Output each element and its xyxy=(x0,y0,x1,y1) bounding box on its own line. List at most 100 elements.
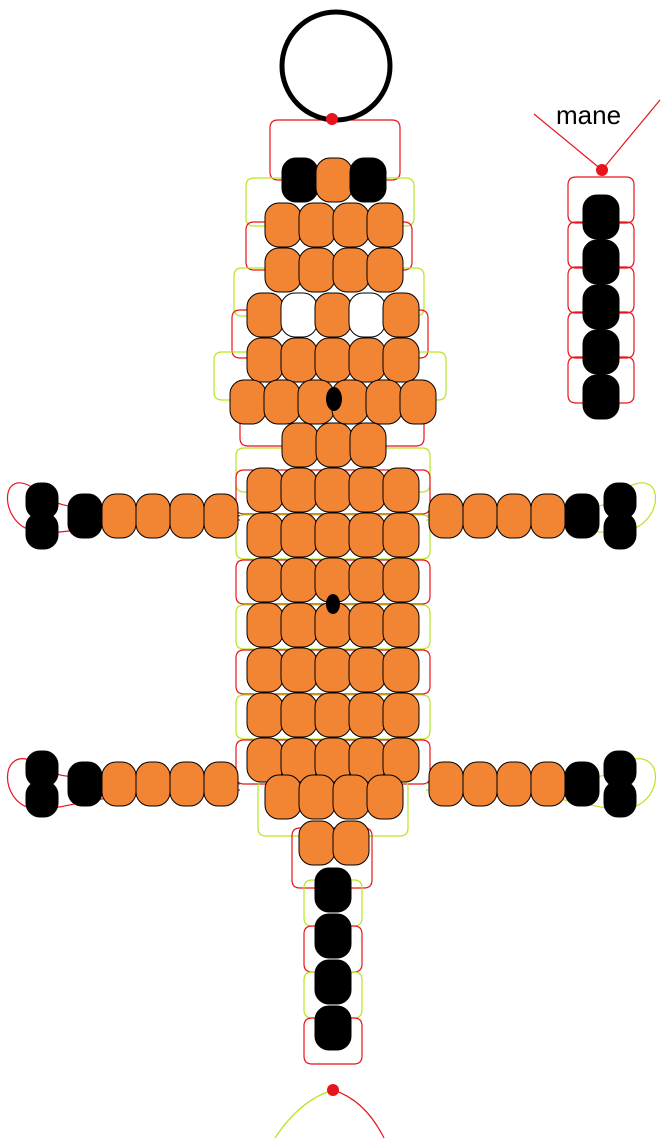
body-row-5-bead-1 xyxy=(281,693,317,737)
head-row-5-bead-1 xyxy=(264,380,300,424)
neck-bead-1 xyxy=(316,423,352,467)
body-row-2-bead-4 xyxy=(383,558,419,602)
body-row-0-bead-2 xyxy=(315,468,351,512)
body-row-3-bead-1 xyxy=(281,603,317,647)
front-right-leg-bead-0 xyxy=(429,494,463,538)
mane-bead-3 xyxy=(583,330,619,374)
tail-row-1-bead-0 xyxy=(299,821,335,865)
front-right-leg-bead-2 xyxy=(497,494,531,538)
ring-knot xyxy=(326,113,338,125)
body-row-5-bead-3 xyxy=(349,693,385,737)
body-row-0-bead-0 xyxy=(247,468,283,512)
mane-bead-1 xyxy=(583,240,619,284)
head-row-2-bead-1 xyxy=(299,248,335,292)
head-row-3-bead-4 xyxy=(383,293,419,337)
thread-tail-end-green xyxy=(275,1090,333,1138)
tail-row-0-bead-3 xyxy=(367,775,403,819)
nose-dot xyxy=(326,387,342,411)
body-row-5-bead-2 xyxy=(315,693,351,737)
tail-row-0-bead-1 xyxy=(299,775,335,819)
front-left-leg-bead-3 xyxy=(170,494,204,538)
tail-strand-bead-0 xyxy=(315,868,351,912)
body-row-5-bead-4 xyxy=(383,693,419,737)
back-left-leg-bead-4 xyxy=(204,762,238,806)
tail-row-0-bead-0 xyxy=(265,775,301,819)
body-row-2-bead-0 xyxy=(247,558,283,602)
head-row-2-bead-0 xyxy=(265,248,301,292)
tail-strand-bead-3 xyxy=(315,1006,351,1050)
head-row-2-bead-2 xyxy=(333,248,369,292)
body-row-3-bead-3 xyxy=(349,603,385,647)
back-left-leg-paw-1 xyxy=(26,781,58,817)
body-row-0-bead-4 xyxy=(383,468,419,512)
head-row-4-bead-2 xyxy=(315,338,351,382)
body-row-3-bead-0 xyxy=(247,603,283,647)
neck-bead-2 xyxy=(350,423,386,467)
head-row-1-bead-0 xyxy=(265,203,301,247)
mane-label: mane xyxy=(556,100,621,130)
mane-bead-4 xyxy=(583,375,619,419)
body-row-0-bead-1 xyxy=(281,468,317,512)
head-row-1-bead-1 xyxy=(299,203,335,247)
body-row-4-bead-4 xyxy=(383,648,419,692)
body-row-4-bead-3 xyxy=(349,648,385,692)
front-left-leg-bead-2 xyxy=(136,494,170,538)
head-row-3-bead-3 xyxy=(349,293,385,337)
body-row-1-bead-3 xyxy=(349,513,385,557)
back-right-leg-bead-3 xyxy=(531,762,565,806)
front-left-leg-paw-1 xyxy=(26,513,58,549)
head-row-0-bead-1 xyxy=(316,158,352,202)
tail-strand-bead-1 xyxy=(315,914,351,958)
head-row-1-bead-2 xyxy=(333,203,369,247)
head-row-2-bead-3 xyxy=(367,248,403,292)
body-row-1-bead-1 xyxy=(281,513,317,557)
head-row-4-bead-1 xyxy=(281,338,317,382)
front-left-leg-bead-0 xyxy=(68,494,102,538)
head-row-3-bead-1 xyxy=(281,293,317,337)
front-right-leg-bead-1 xyxy=(463,494,497,538)
body-row-0-bead-3 xyxy=(349,468,385,512)
body-row-5-bead-0 xyxy=(247,693,283,737)
front-left-leg-bead-4 xyxy=(204,494,238,538)
back-left-leg-bead-1 xyxy=(102,762,136,806)
body-row-2-bead-3 xyxy=(349,558,385,602)
body-row-2-bead-1 xyxy=(281,558,317,602)
head-row-5-bead-4 xyxy=(366,380,402,424)
head-row-4-bead-0 xyxy=(247,338,283,382)
back-right-leg-paw-1 xyxy=(604,781,636,817)
body-row-1-bead-4 xyxy=(383,513,419,557)
tail-strand-bead-2 xyxy=(315,960,351,1004)
neck-bead-0 xyxy=(282,423,318,467)
back-left-leg-bead-0 xyxy=(68,762,102,806)
head-row-3-bead-2 xyxy=(315,293,351,337)
head-row-1-bead-3 xyxy=(367,203,403,247)
thread-tail-end-red xyxy=(333,1090,384,1138)
front-left-leg-bead-1 xyxy=(102,494,136,538)
back-left-leg-bead-3 xyxy=(170,762,204,806)
mane-knot xyxy=(596,164,608,176)
head-row-0-bead-2 xyxy=(350,158,386,202)
body-row-3-bead-4 xyxy=(383,603,419,647)
body-row-4-bead-0 xyxy=(247,648,283,692)
back-left-leg-bead-2 xyxy=(136,762,170,806)
tail-row-1-bead-1 xyxy=(333,821,369,865)
back-right-leg-bead-0 xyxy=(429,762,463,806)
head-row-5-bead-5 xyxy=(400,380,436,424)
beads-layer xyxy=(26,158,636,1050)
tail-row-0-bead-2 xyxy=(333,775,369,819)
front-right-leg-paw-1 xyxy=(604,513,636,549)
mane-bead-0 xyxy=(583,195,619,239)
mane-bead-2 xyxy=(583,285,619,329)
back-right-leg-bead-1 xyxy=(463,762,497,806)
body-row-4-bead-2 xyxy=(315,648,351,692)
front-right-leg-bead-3 xyxy=(531,494,565,538)
tail-knot xyxy=(327,1084,339,1096)
body-row-1-bead-0 xyxy=(247,513,283,557)
head-row-0-bead-0 xyxy=(282,158,318,202)
key-ring xyxy=(282,12,390,120)
head-row-4-bead-4 xyxy=(383,338,419,382)
back-right-leg-bead-2 xyxy=(497,762,531,806)
head-row-4-bead-3 xyxy=(349,338,385,382)
navel-dot xyxy=(326,594,340,614)
